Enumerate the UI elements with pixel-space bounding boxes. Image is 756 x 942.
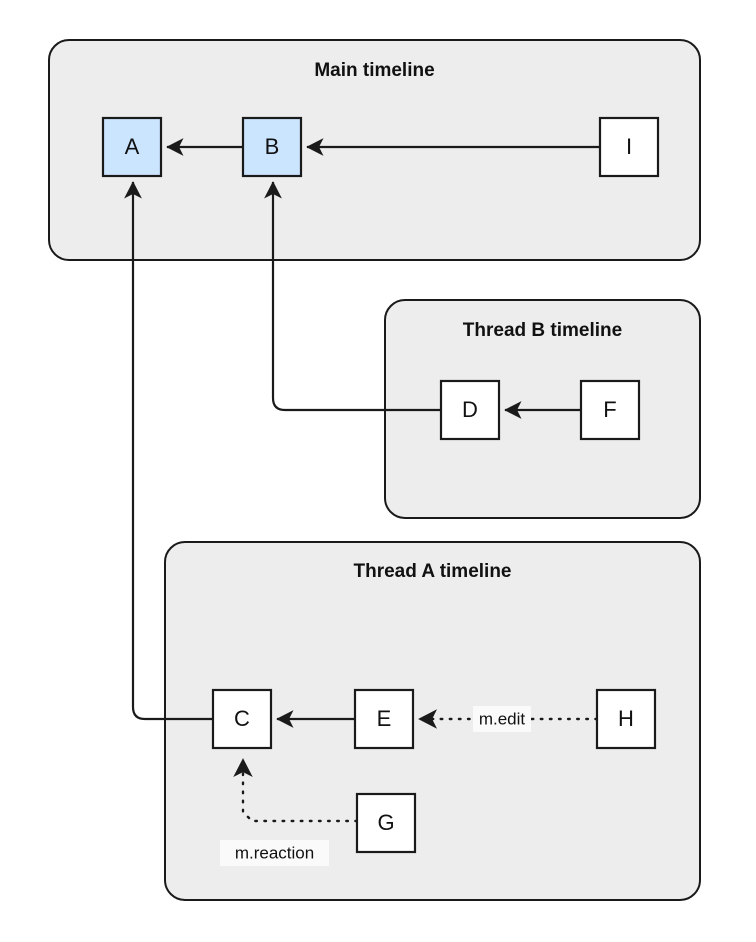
node-c[interactable]: C (211, 688, 273, 750)
edge-d-to-b (264, 181, 441, 412)
node-h[interactable]: H (595, 688, 657, 750)
node-d-label: D (462, 397, 478, 422)
edge-label-m-edit-text: m.edit (479, 709, 526, 728)
node-f-box[interactable] (579, 379, 641, 441)
edge-label-m-reaction-text: m.reaction (235, 843, 314, 862)
node-g-label: G (377, 810, 394, 835)
edge-g-to-c-m-reaction (233, 757, 359, 823)
node-h-box[interactable] (595, 688, 657, 750)
node-i-box[interactable] (598, 116, 660, 178)
node-c-box[interactable] (211, 688, 273, 750)
node-i[interactable]: I (598, 116, 660, 178)
node-e[interactable]: E (353, 688, 415, 750)
container-main-timeline: Main timeline (48, 39, 701, 261)
node-b-label: B (265, 134, 280, 159)
container-main-timeline-title: Main timeline (314, 60, 434, 81)
edge-c-to-a (124, 181, 213, 721)
node-g-box[interactable] (355, 792, 417, 854)
node-a-box[interactable] (101, 116, 163, 178)
node-a-label: A (125, 134, 140, 159)
container-main-timeline-shape (48, 39, 701, 261)
container-thread-a-timeline-title: Thread A timeline (353, 561, 511, 582)
container-thread-b-timeline-title: Thread B timeline (463, 320, 622, 341)
node-e-box[interactable] (353, 688, 415, 750)
edge-label-m-reaction: m.reaction (220, 840, 329, 866)
edge-label-m-reaction-bg (220, 840, 329, 866)
node-e-label: E (377, 706, 392, 731)
node-c-label: C (234, 706, 250, 731)
edge-label-m-edit-bg (473, 706, 531, 732)
node-d[interactable]: D (439, 379, 501, 441)
node-a[interactable]: A (101, 116, 163, 178)
node-g[interactable]: G (355, 792, 417, 854)
node-f[interactable]: F (579, 379, 641, 441)
node-i-label: I (626, 134, 632, 159)
edge-label-m-edit: m.edit (473, 706, 531, 732)
node-d-box[interactable] (439, 379, 501, 441)
node-b[interactable]: B (241, 116, 303, 178)
node-f-label: F (603, 397, 616, 422)
node-b-box[interactable] (241, 116, 303, 178)
node-h-label: H (618, 706, 634, 731)
